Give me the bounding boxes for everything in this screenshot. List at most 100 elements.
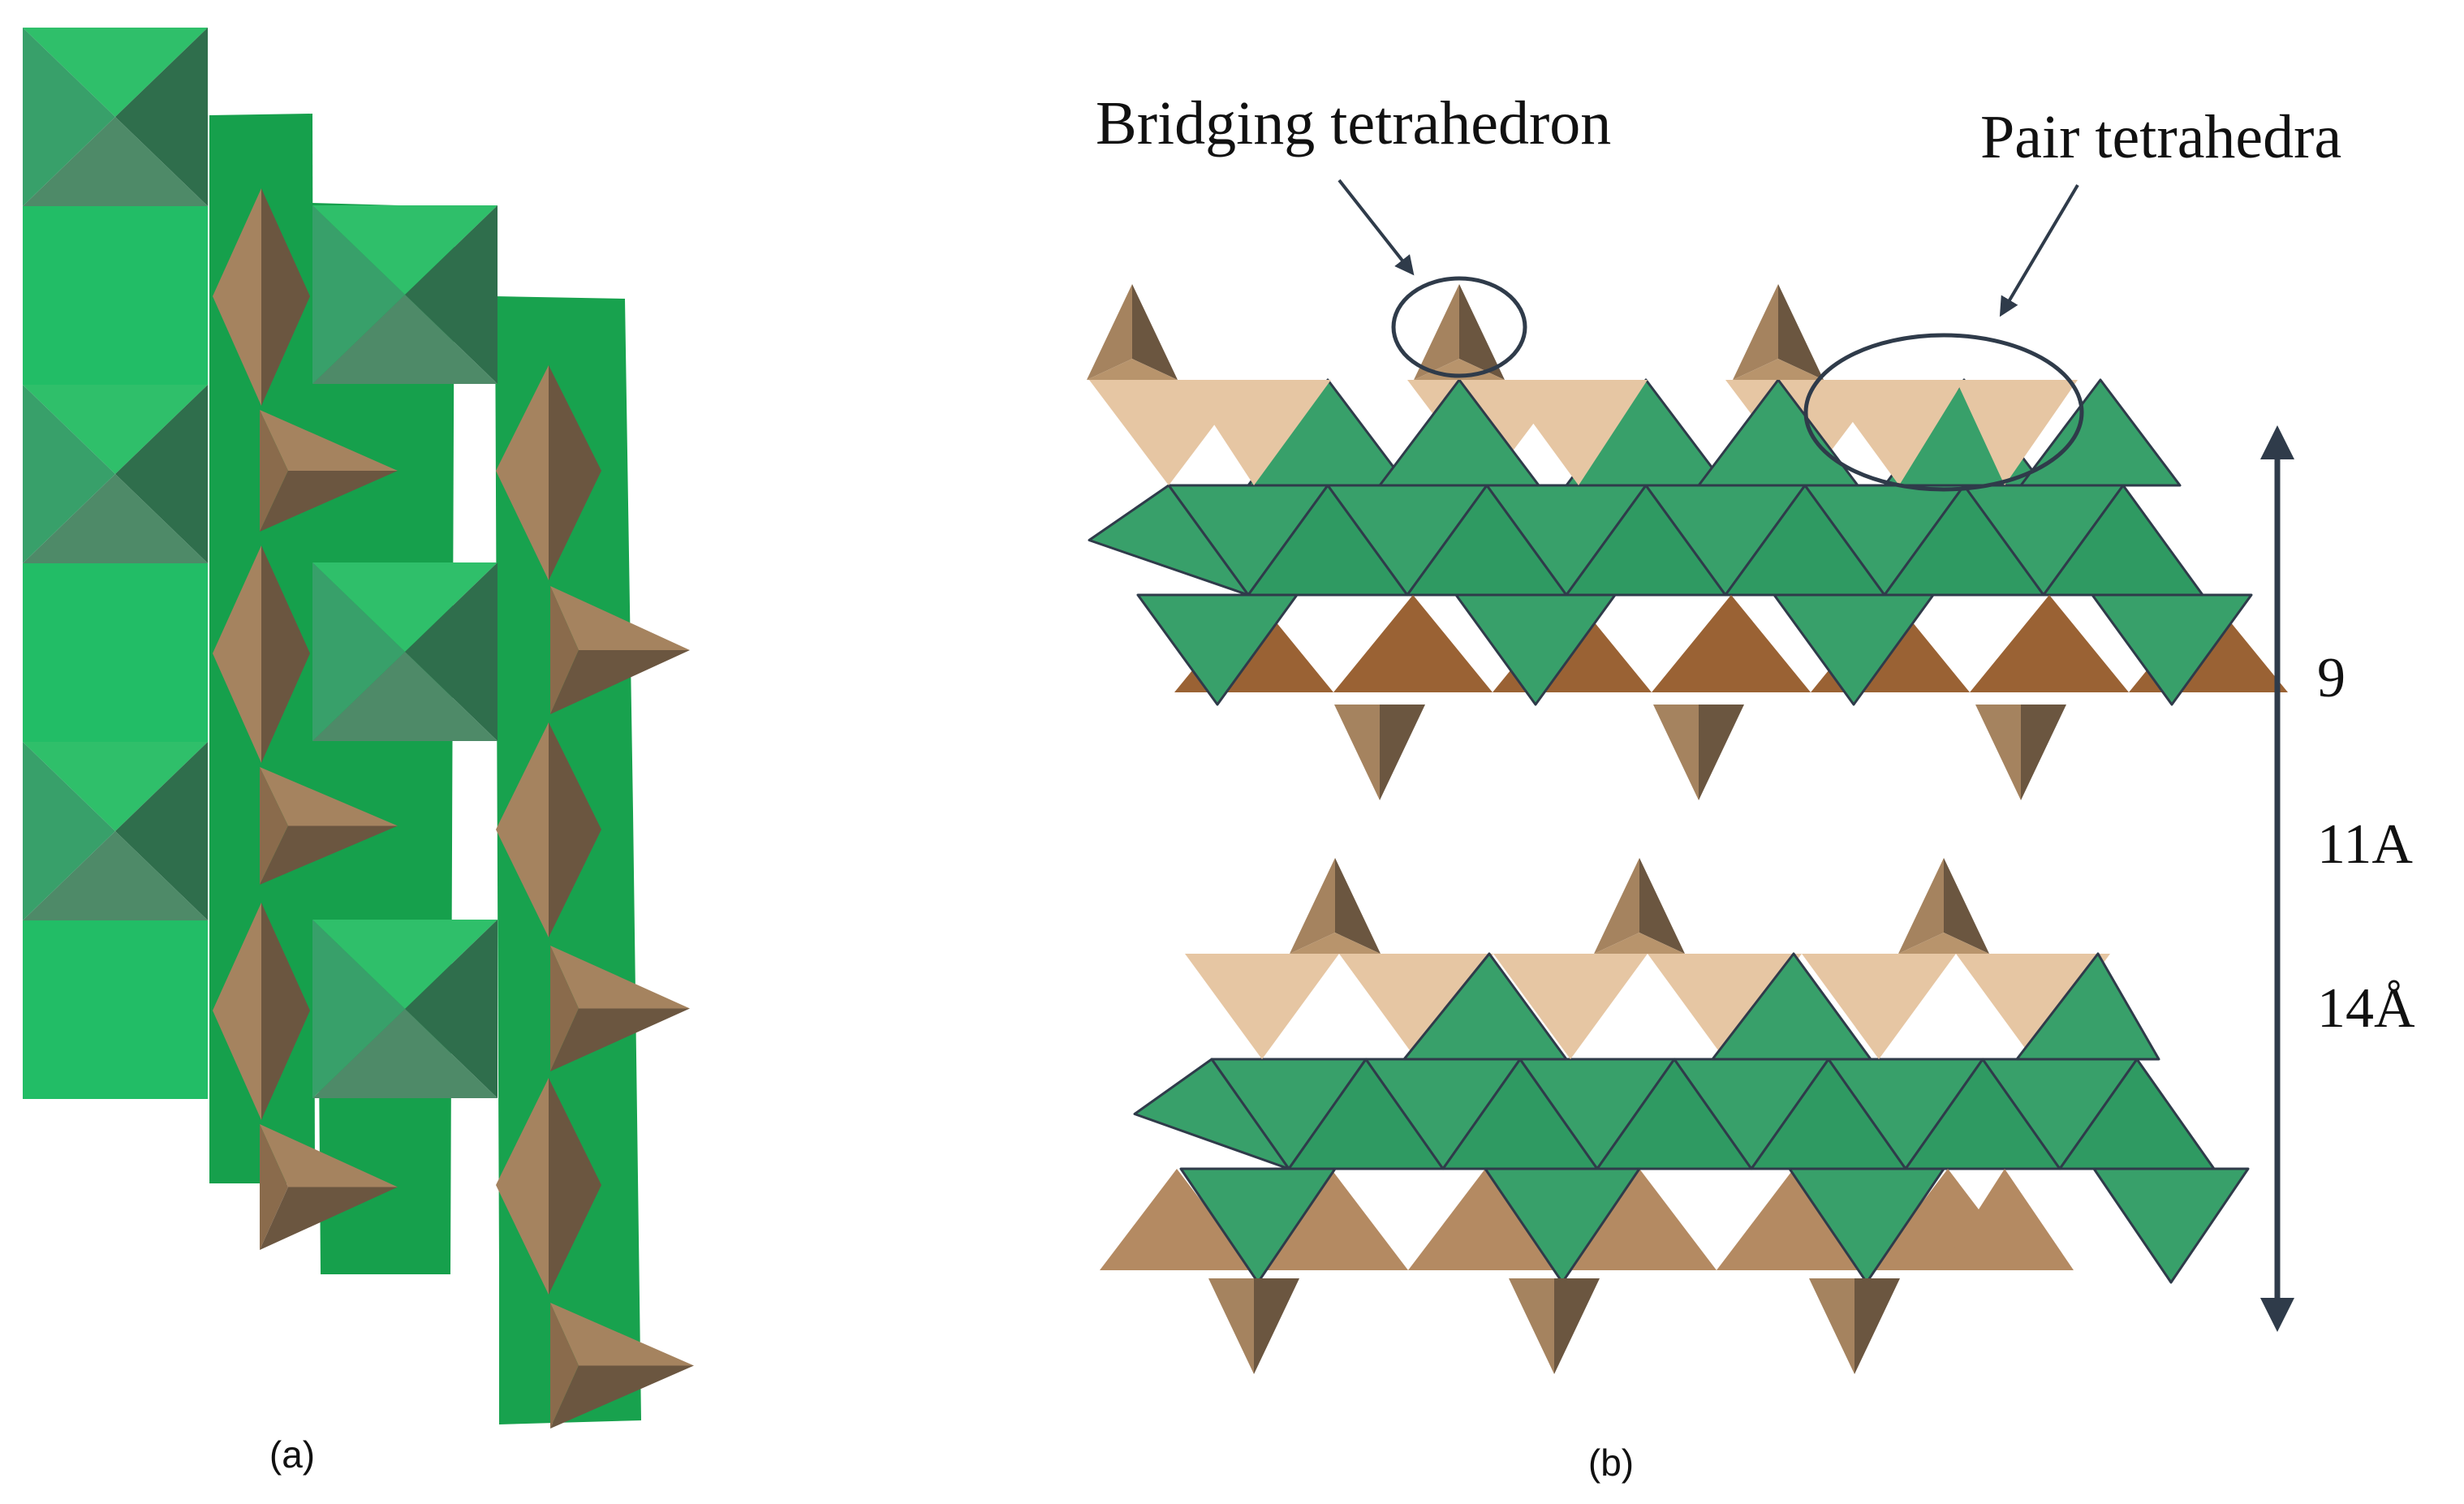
bot-bridging-tetra-3-left	[1898, 858, 1944, 954]
bot-light-tetra-5	[1956, 954, 2110, 1059]
bot-under-tetra-2	[1408, 1169, 1562, 1270]
tetra-pair-a3-ul	[213, 903, 261, 1011]
panel-a-side-view: (a)	[23, 28, 694, 1476]
bot-under-tetra-x	[1940, 1169, 2074, 1270]
octahedron-face-left	[312, 562, 405, 741]
octahedron-face-left	[312, 920, 405, 1098]
tetra-pair-b1-ul	[496, 365, 549, 471]
top-bridging-tetra-2-right	[1459, 284, 1505, 380]
top-layer	[1087, 284, 2288, 800]
octahedron-face-left	[312, 205, 405, 384]
top-under-oct-0	[1136, 593, 1299, 706]
pair-highlight-ellipse	[1803, 333, 2084, 492]
tetra-pair-b3-lr	[549, 1185, 601, 1295]
bot-bridging-tetra-2-right	[1639, 858, 1685, 954]
top-bottom-tetra-2-left	[1653, 705, 1699, 800]
tetra-point-a3-left	[260, 1124, 288, 1250]
top-light-tetra-x4	[1956, 380, 2078, 485]
tetra-point-a1-bot	[260, 471, 398, 532]
octahedron-face-bottom	[312, 295, 498, 384]
octahedron-face-left	[23, 742, 115, 920]
tetra-point-a2-top	[260, 767, 398, 826]
tetra-point-b2-bot	[550, 1008, 690, 1071]
bot-under-tetra-4	[1717, 1169, 1871, 1270]
top-light-tetra-x2	[1501, 380, 1648, 485]
tetra-point-b3-left	[550, 1303, 579, 1429]
octahedron-face-right	[115, 385, 208, 563]
tetra-pair-a2-lr	[261, 653, 310, 763]
octahedron-face-bottom	[312, 1009, 498, 1098]
bot-light-tetra-1	[1339, 954, 1493, 1059]
tetra-point-a2-left	[260, 767, 288, 885]
octahedron-face-right	[115, 28, 208, 206]
top-under-oct-3	[2091, 593, 2253, 706]
octahedron-face-top	[23, 28, 208, 117]
top-under-oct-2	[1773, 593, 1935, 706]
octahedron-flat-a3	[23, 920, 208, 1099]
pair-tetrahedra-label: Pair tetrahedra	[1980, 103, 2341, 171]
tetra-pair-a2-ur	[261, 545, 310, 653]
spacing-label-14a: 14Å	[2317, 977, 2415, 1040]
octahedron-flat-a1	[23, 206, 208, 385]
octahedron-face-left	[23, 385, 115, 563]
panel-b-caption: (b)	[1588, 1442, 1634, 1484]
bot-under-tetra-3	[1562, 1169, 1717, 1270]
tetra-point-b3-top	[550, 1303, 694, 1366]
top-light-tetra-x1	[1185, 380, 1331, 485]
spacing-label-11a: 11A	[2317, 813, 2413, 876]
octahedron-face-bottom	[312, 652, 498, 741]
tetra-point-b1-bot	[550, 650, 690, 714]
octahedron-face-top	[312, 562, 498, 652]
bot-light-tetra-0	[1185, 954, 1339, 1059]
bot-green-apex-c	[2015, 952, 2160, 1061]
tetra-pair-b2-ll	[496, 830, 549, 937]
tetra-pair-a1-ul	[213, 188, 261, 296]
tetra-pair-b2-ul	[496, 722, 549, 830]
tetra-point-a1-left	[260, 410, 288, 532]
tetra-pair-a2-ul	[213, 545, 261, 653]
octahedron-face-top	[23, 385, 208, 474]
bot-light-tetra-3	[1648, 954, 1802, 1059]
bot-bridging-tetra-2-base	[1594, 933, 1685, 954]
top-under-oct-1	[1454, 593, 1617, 706]
bot-bottom-tetra-2-left	[1509, 1278, 1554, 1374]
tetra-point-b3-bot	[550, 1365, 694, 1429]
top-bridging-tetra-1-right	[1132, 284, 1178, 380]
octahedron-face-right	[405, 920, 498, 1098]
octahedron-face-top	[23, 742, 208, 831]
tetra-pair-a2-ll	[213, 653, 261, 763]
tetra-pair-a1-ur	[261, 188, 310, 296]
octahedron-a1	[23, 28, 208, 206]
tetra-pair-a1-ll	[213, 296, 261, 406]
bot-bottom-tetra-1-left	[1208, 1278, 1254, 1374]
tetra-pair-b1-ur	[549, 365, 601, 471]
bot-light-tetra-4	[1802, 954, 1956, 1059]
top-bridging-tetra-3-left	[1733, 284, 1778, 380]
top-light-tetra-x3	[1822, 380, 1964, 485]
top-bottom-tetra-1-left	[1334, 705, 1380, 800]
bot-bridging-tetra-3-base	[1898, 933, 1989, 954]
bot-oct-cap-left	[1133, 1058, 1290, 1170]
octahedra-column-2	[312, 205, 498, 1098]
top-under-tetra-1	[1333, 595, 1493, 692]
tetra-pair-b1-ll	[496, 471, 549, 580]
octahedron-face-bottom	[23, 474, 208, 563]
top-bottom-tetra-3-left	[1975, 705, 2021, 800]
tetra-point-b1-top	[550, 586, 690, 650]
tetra-pair-b1-lr	[549, 471, 601, 580]
bot-bottom-tetra-3-left	[1809, 1278, 1854, 1374]
bot-bridging-tetra-1-base	[1290, 933, 1381, 954]
octahedron-face-top	[312, 205, 498, 295]
tetra-pair-b3-ur	[549, 1078, 601, 1185]
bot-under-oct-3	[2092, 1167, 2250, 1284]
tetra-point-a2-bot	[260, 825, 398, 885]
tetra-point-a1-top	[260, 410, 398, 471]
top-green-apex-c	[2019, 378, 2182, 487]
octahedron-face-bottom	[23, 117, 208, 206]
octahedron-face-right	[115, 742, 208, 920]
panel-b-layer-view: Bridging tetrahedron Pair tetrahedra 9 1…	[1087, 89, 2415, 1484]
top-bridging-tetra-1-left	[1087, 284, 1132, 380]
top-under-tetra-3	[1652, 595, 1811, 692]
bot-bridging-tetra-1-left	[1290, 858, 1335, 954]
